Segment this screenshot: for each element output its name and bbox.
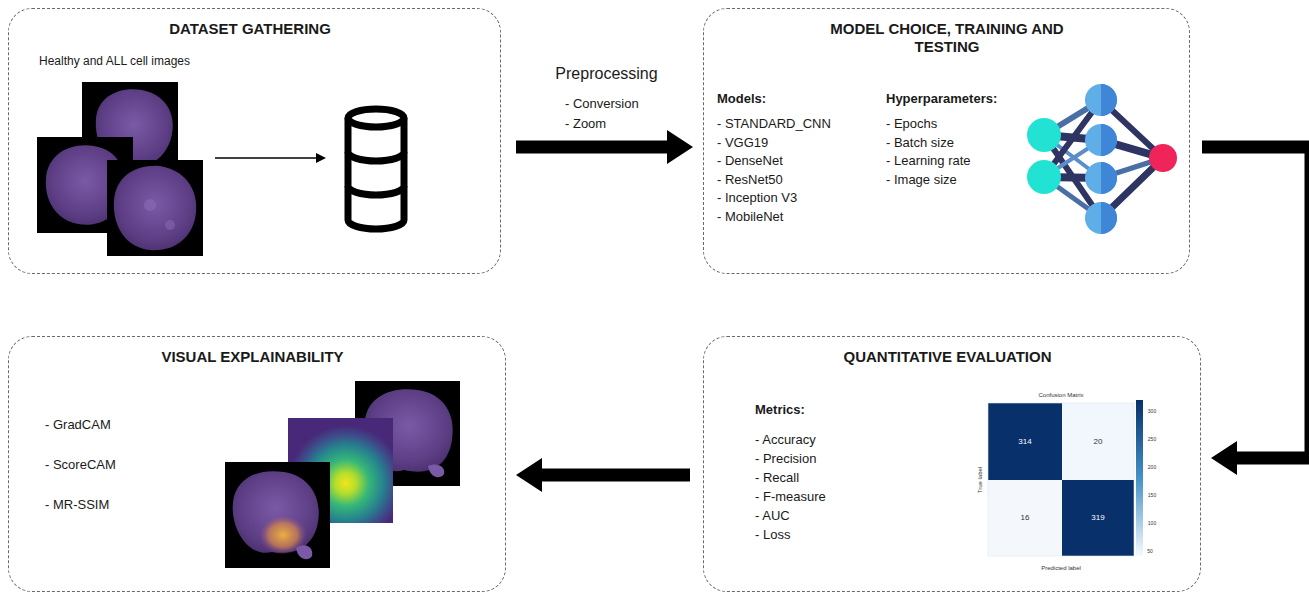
box-text: - DenseNet [717,153,783,169]
matrix-label: 250 [1148,437,1156,443]
matrix-label: 200 [1148,465,1156,471]
box-text: - Epochs [886,116,937,132]
box-text: - Recall [755,470,799,486]
matrix-label: 319 [1091,514,1104,523]
preprocessing-step: - Conversion [565,97,639,111]
box-text: - AUC [755,508,790,524]
preprocessing-step: - Zoom [565,117,606,131]
edge-label: Preprocessing [555,65,657,83]
matrix-label: 150 [1148,493,1156,499]
matrix-label: Confusion Matrix [1038,392,1083,399]
cam-images [225,381,460,568]
neural-network-icon [1027,84,1177,234]
matrix-label: 314 [1018,438,1031,447]
box-text: Metrics: [755,402,805,418]
box-text: - MobileNet [717,209,783,225]
matrix-label: 16 [1021,514,1030,523]
box-text: - STANDARD_CNN [717,116,831,132]
box-text: - GradCAM [45,417,111,433]
confusion-matrix [988,400,1143,556]
matrix-label: 300 [1148,409,1156,415]
flow-arrow [516,458,690,492]
box-heading: MODEL CHOICE, TRAINING AND TESTING [817,20,1077,56]
flow-arrow [516,130,693,164]
matrix-label: 100 [1148,521,1156,527]
cell-images [37,82,203,256]
box-text: Healthy and ALL cell images [39,54,190,68]
flow-arrow [1202,147,1309,475]
box-text: - Image size [886,172,957,188]
stage-box: VISUAL EXPLAINABILITY - GradCAM - ScoreCAM… [8,336,506,592]
box-text: - ScoreCAM [45,457,116,473]
stage-box: MODEL CHOICE, TRAINING AND TESTING Models… [703,8,1190,274]
database-icon [348,109,404,229]
box-text: - Precision [755,451,816,467]
matrix-label: Predicted label [1041,565,1081,572]
box-text: - VGG19 [717,135,768,151]
box-text: - MR-SSIM [45,497,109,513]
box-text: - Learning rate [886,153,971,169]
matrix-label: 50 [1147,549,1153,555]
matrix-label: 20 [1094,438,1103,447]
box-text: Models: [717,91,766,107]
box-heading: VISUAL EXPLAINABILITY [9,348,496,366]
box-text: - F-measure [755,489,826,505]
stage-box: QUANTITATIVE EVALUATION Metrics: - Accurac… [703,336,1201,592]
box-heading: DATASET GATHERING [9,20,491,38]
thin-arrow [215,153,326,163]
box-text: Hyperparameters: [886,91,997,107]
box-text: - Loss [755,527,790,543]
matrix-label: True label [977,467,984,493]
box-text: - Accuracy [755,432,816,448]
box-text: - ResNet50 [717,172,783,188]
box-heading: QUANTITATIVE EVALUATION [704,348,1191,366]
box-text: - Inception V3 [717,190,797,206]
stage-box: DATASET GATHERING Healthy and ALL cell im… [8,8,501,274]
box-text: - Batch size [886,135,954,151]
